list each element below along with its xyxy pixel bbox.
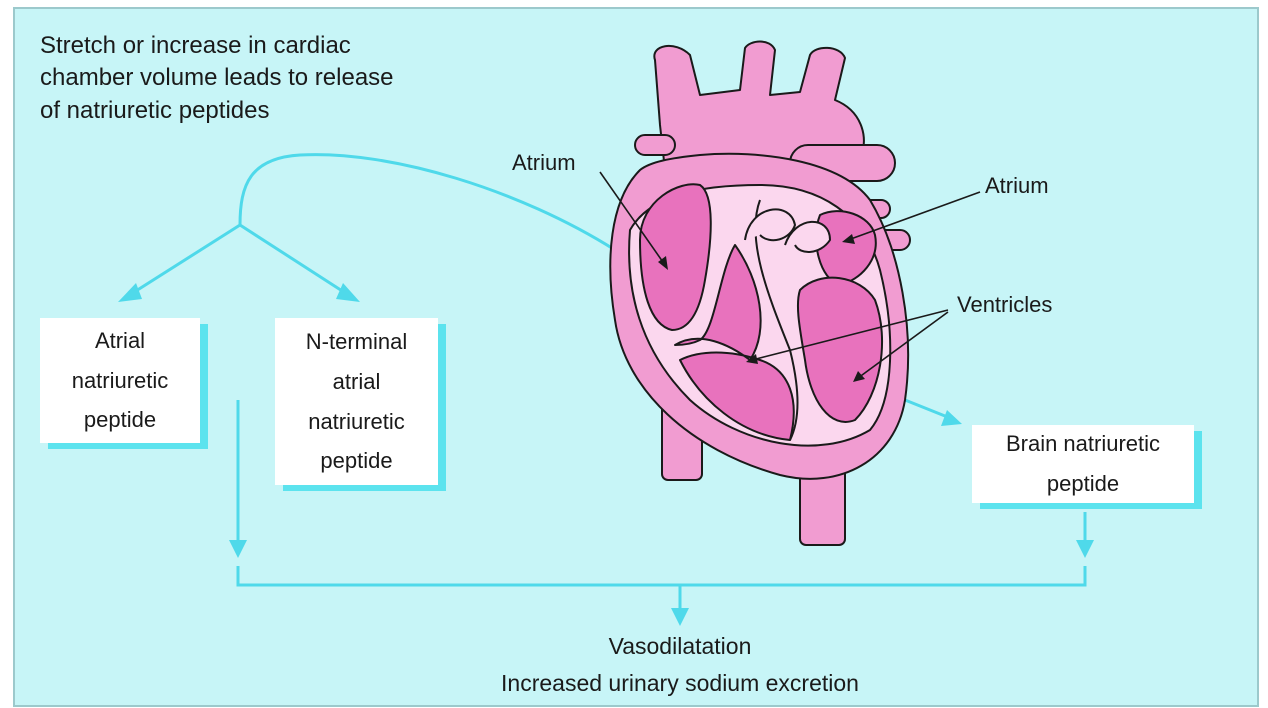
label-ventricles: Ventricles <box>957 292 1052 318</box>
box-anp: Atrial natriuretic peptide <box>40 318 200 443</box>
ntanp-line-4: peptide <box>306 441 407 481</box>
label-atrium-right: Atrium <box>985 173 1049 199</box>
left-vessel-top <box>635 135 675 155</box>
outcome-text: Vasodilatation Increased urinary sodium … <box>430 628 930 702</box>
bnp-line-2: peptide <box>1006 464 1160 504</box>
intro-line-2: chamber volume leads to release <box>40 62 394 94</box>
intro-text: Stretch or increase in cardiac chamber v… <box>40 30 394 127</box>
anp-line-1: Atrial <box>72 321 169 361</box>
ntanp-line-1: N-terminal <box>306 322 407 362</box>
anp-line-3: peptide <box>72 400 169 440</box>
intro-line-1: Stretch or increase in cardiac <box>40 30 394 62</box>
label-atrium-left: Atrium <box>512 150 576 176</box>
outcome-line-2: Increased urinary sodium excretion <box>430 665 930 702</box>
ntanp-line-3: natriuretic <box>306 402 407 442</box>
intro-line-3: of natriuretic peptides <box>40 95 394 127</box>
bnp-line-1: Brain natriuretic <box>1006 424 1160 464</box>
box-bnp: Brain natriuretic peptide <box>972 425 1194 503</box>
anp-line-2: natriuretic <box>72 361 169 401</box>
ntanp-line-2: atrial <box>306 362 407 402</box>
box-ntanp: N-terminal atrial natriuretic peptide <box>275 318 438 485</box>
outcome-line-1: Vasodilatation <box>430 628 930 665</box>
